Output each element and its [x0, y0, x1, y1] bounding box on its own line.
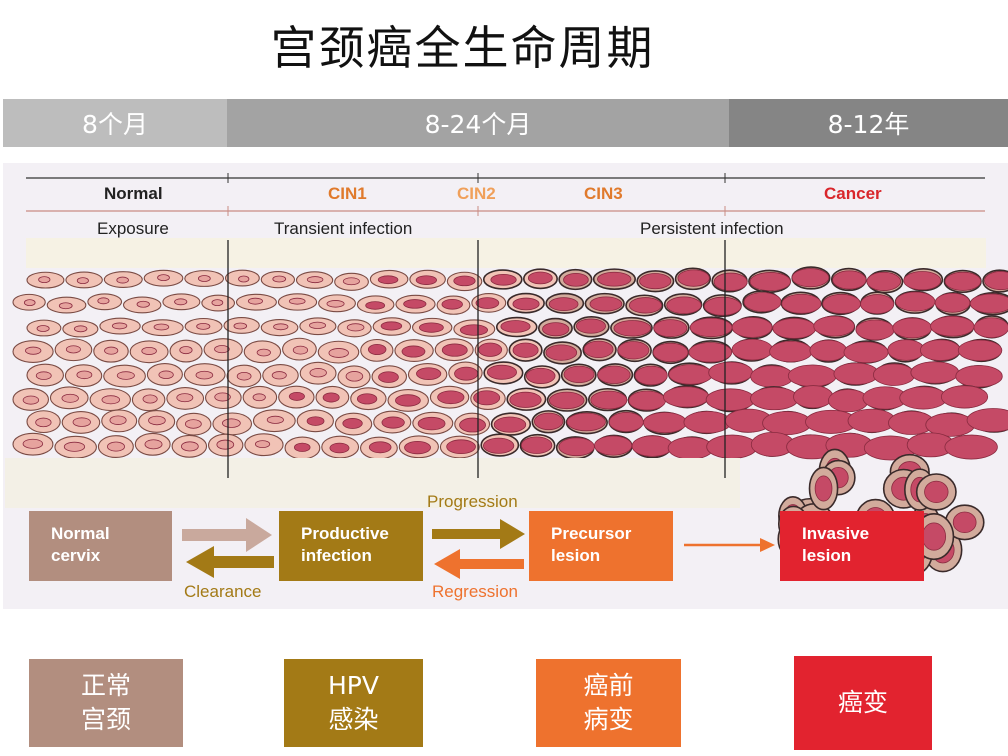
stage-box-productive-line2: infection [301, 546, 372, 565]
label-progression: Progression [427, 492, 518, 511]
cn-label-precancer-line2: 病变 [583, 705, 634, 734]
timeline-segment-2: 8-24个月 [227, 99, 729, 147]
header-cin1: CIN1 [328, 184, 367, 203]
stage-dividers [227, 240, 726, 478]
timeline-segment-3: 8-12年 [729, 99, 1008, 147]
stage-box-invasive-line2: lesion [802, 546, 852, 565]
stage-box-productive: Productive infection [279, 511, 423, 581]
arrow-clearance [186, 546, 274, 578]
label-regression: Regression [432, 582, 518, 601]
subheader-exposure: Exposure [97, 219, 169, 238]
cn-label-normal-line1: 正常 [80, 671, 131, 700]
stage-box-normal: Normal cervix [29, 511, 172, 581]
stage-box-precursor-line1: Precursor [551, 524, 632, 543]
stage-box-normal-line1: Normal [51, 524, 110, 543]
stage-box-precursor-line2: lesion [551, 546, 601, 565]
arrow-regression [434, 549, 524, 579]
stage-box-invasive-line1: Invasive [802, 524, 870, 543]
stage-box-invasive: Invasive lesion [780, 511, 924, 581]
stroma-band [5, 458, 740, 508]
label-clearance: Clearance [184, 582, 262, 601]
cn-label-normal-line2: 宫颈 [80, 705, 131, 734]
subheader-transient: Transient infection [274, 219, 413, 238]
arrow-to-invasive-head [760, 538, 775, 552]
arrow-normal-to-productive [182, 518, 272, 552]
cn-label-hpv-line1: HPV [328, 671, 379, 700]
stage-box-normal-line2: cervix [51, 546, 101, 565]
cn-label-cancer: 癌变 [794, 656, 932, 750]
tissue-surface-band [26, 238, 986, 268]
header-normal: Normal [104, 184, 163, 203]
timeline-segment-1: 8个月 [3, 99, 227, 147]
cn-label-hpv-infection: HPV 感染 [284, 659, 423, 747]
cn-label-hpv-line2: 感染 [328, 705, 379, 734]
stage-box-precursor: Precursor lesion [529, 511, 673, 581]
stage-box-productive-line1: Productive [301, 524, 389, 543]
cn-label-precancer: 癌前 病变 [536, 659, 681, 747]
cn-label-normal-cervix: 正常 宫颈 [29, 659, 183, 747]
header-rules [26, 173, 985, 216]
header-cin2: CIN2 [457, 184, 496, 203]
arrow-progression [432, 519, 525, 549]
transition-arrows [182, 518, 775, 579]
header-cin3: CIN3 [584, 184, 623, 203]
cn-label-precancer-line1: 癌前 [583, 671, 634, 700]
page-title: 宫颈癌全生命周期 [270, 21, 655, 75]
cn-label-cancer-line1: 癌变 [837, 688, 888, 717]
header-cancer: Cancer [824, 184, 882, 203]
subheader-persistent: Persistent infection [640, 219, 784, 238]
